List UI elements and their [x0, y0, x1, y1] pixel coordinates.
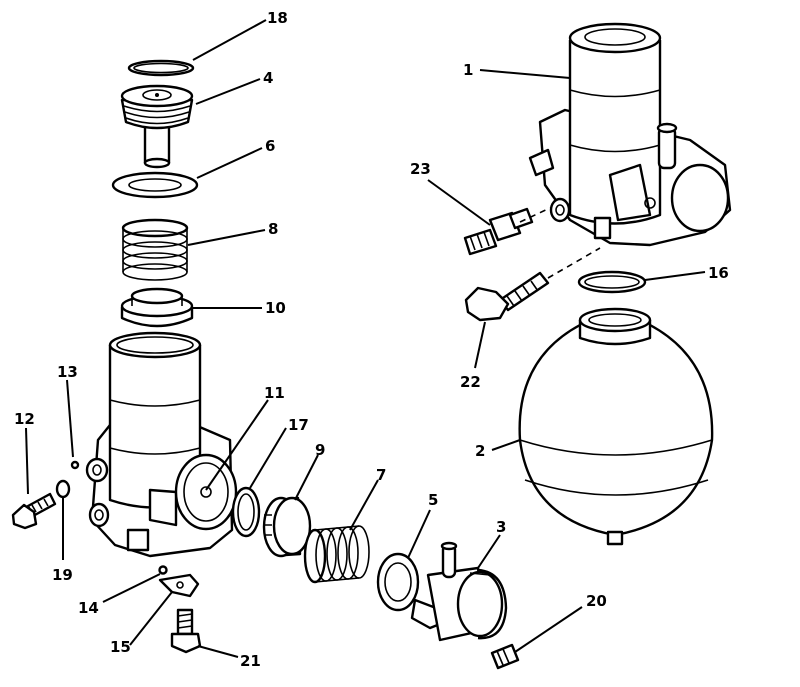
upper-body-part-1 [528, 22, 732, 247]
callout-8: 8 [268, 220, 278, 238]
callout-17: 17 [288, 416, 309, 434]
valve-cap-part-4 [120, 84, 194, 169]
callout-1: 1 [463, 61, 473, 79]
washer-part-5 [376, 552, 420, 612]
callout-18: 18 [267, 9, 288, 27]
bolt-part-22 [464, 271, 550, 322]
cup-part-10 [120, 287, 194, 328]
callout-15: 15 [110, 638, 131, 656]
piston-part-9 [262, 496, 312, 558]
valve-body-left [85, 331, 238, 558]
callout-13: 13 [57, 363, 78, 381]
callout-12: 12 [14, 410, 35, 428]
ball-part-13 [70, 460, 80, 470]
washer-part-6 [111, 171, 199, 199]
callout-4: 4 [263, 69, 273, 87]
end-cap-part-3 [410, 541, 508, 642]
screw-part-20 [490, 643, 520, 670]
callout-10: 10 [265, 299, 286, 317]
callout-22: 22 [460, 373, 481, 391]
sphere-accumulator-part-2 [518, 307, 714, 546]
o-ring-part-17 [231, 486, 261, 538]
callout-16: 16 [708, 264, 729, 282]
callout-7: 7 [376, 466, 386, 484]
callout-3: 3 [496, 518, 506, 536]
o-ring-part-18 [127, 59, 195, 77]
callout-19: 19 [52, 566, 73, 584]
bolt-part-12 [11, 492, 57, 530]
ball-part-14 [158, 565, 168, 575]
spring-part-8 [121, 218, 189, 281]
callout-23: 23 [410, 160, 431, 178]
callout-6: 6 [265, 137, 275, 155]
bolt-part-21 [170, 608, 202, 654]
fitting-part-23 [463, 207, 534, 256]
callout-2: 2 [475, 442, 485, 460]
spring-part-7 [303, 525, 370, 584]
washer-part-19 [55, 479, 71, 499]
o-ring-part-16 [577, 270, 647, 294]
callout-14: 14 [78, 599, 99, 617]
clip-part-15 [158, 573, 200, 598]
callout-11: 11 [264, 384, 285, 402]
callout-5: 5 [428, 491, 438, 509]
callout-9: 9 [315, 441, 325, 459]
alignment-line-23 [519, 207, 551, 223]
callout-21: 21 [240, 652, 261, 670]
callout-20: 20 [586, 592, 607, 610]
